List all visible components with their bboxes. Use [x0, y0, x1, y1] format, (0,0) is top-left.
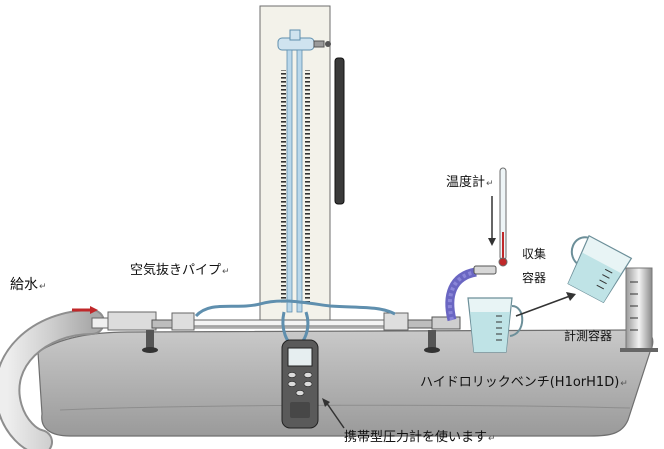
- pointer-arrow-icon: [488, 196, 496, 246]
- manometer-tube-right: [296, 49, 303, 313]
- scale-strip-left: [281, 70, 286, 304]
- manifold-valve: [277, 29, 331, 51]
- transfer-arrow-icon: [515, 292, 576, 317]
- collection-vessel: [467, 297, 524, 353]
- pouring-jug: [567, 234, 633, 304]
- pipe-rig: [91, 311, 461, 331]
- return-mark: ↵: [222, 267, 230, 277]
- gauge-pointer-arrow-icon: [322, 398, 345, 429]
- bench-shadow: [59, 404, 631, 411]
- label-water-supply: 給水↵: [10, 277, 47, 293]
- label-collection-vessel-2: 容器: [522, 271, 547, 285]
- outlet-hose: [445, 265, 497, 322]
- scale-strip-right: [305, 70, 310, 304]
- scale-bar: [334, 57, 345, 205]
- label-measuring-vessel: 計測容器: [564, 329, 613, 343]
- supply-hose-inner: [0, 311, 103, 449]
- pressure-gauge-icon: [281, 339, 319, 429]
- label-collection-vessel-1: 収集: [522, 247, 547, 261]
- return-mark: ↵: [620, 379, 628, 389]
- thermometer-icon: [498, 167, 508, 267]
- return-mark: ↵: [486, 179, 494, 189]
- supply-arrow-icon: [72, 306, 98, 314]
- label-hydraulic-bench: ハイドロリックベンチ(H1orH1D)↵: [420, 375, 628, 390]
- label-air-vent-pipe: 空気抜きパイプ↵: [130, 263, 230, 278]
- label-thermometer: 温度計↵: [446, 175, 494, 190]
- manometer-board: [259, 5, 331, 325]
- return-mark: ↵: [488, 434, 496, 444]
- manometer-tube-left: [286, 49, 293, 313]
- measuring-cylinder: [620, 267, 658, 352]
- label-portable-gauge: 携帯型圧力計を使います↵: [344, 430, 496, 445]
- rig-feet: [142, 330, 440, 353]
- return-mark: ↵: [39, 282, 47, 292]
